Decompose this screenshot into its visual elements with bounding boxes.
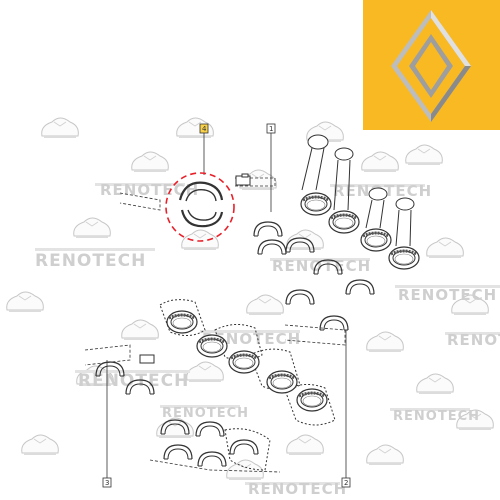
watermark-text: RENOTECH	[35, 251, 146, 271]
main-bearing[interactable]	[227, 349, 261, 375]
main-bearing[interactable]	[265, 369, 299, 395]
brand-logo	[363, 0, 500, 130]
watermark-text: RENOTECH	[100, 181, 199, 199]
callout-2[interactable]: 2	[341, 477, 351, 488]
watermark-text: RENOTECH	[162, 406, 249, 421]
svg-text:1: 1	[269, 125, 273, 133]
callout-1[interactable]: 1	[266, 123, 276, 134]
watermark-text: RENOTECH	[398, 286, 497, 304]
watermark-text: RENOTECH	[393, 409, 480, 424]
watermark-text: RENOTECH	[248, 480, 347, 498]
callout-4[interactable]: 4	[199, 123, 209, 134]
rod-bearing[interactable]	[327, 209, 361, 235]
crankshaft[interactable]	[159, 299, 336, 471]
rod-bearing[interactable]	[299, 191, 333, 217]
leader-lines	[84, 133, 347, 478]
main-bearing[interactable]	[195, 333, 229, 359]
svg-text:4: 4	[202, 125, 207, 133]
thrust-washer-part-4[interactable]	[165, 172, 235, 242]
watermark-text: RENOTECH	[447, 331, 500, 349]
rod-bearing[interactable]	[359, 227, 393, 253]
svg-text:2: 2	[344, 479, 348, 487]
callout-3[interactable]: 3	[102, 477, 112, 488]
svg-text:3: 3	[105, 479, 109, 487]
renault-diamond-icon	[391, 10, 471, 122]
rod-bearing[interactable]	[387, 245, 421, 271]
main-bearing[interactable]	[295, 387, 329, 413]
main-bearing[interactable]	[165, 309, 199, 335]
watermark-texts: RENOTECH RENOTECH RENOTECH RENOTECH RENO…	[35, 181, 500, 498]
connecting-rods[interactable]	[301, 134, 415, 247]
